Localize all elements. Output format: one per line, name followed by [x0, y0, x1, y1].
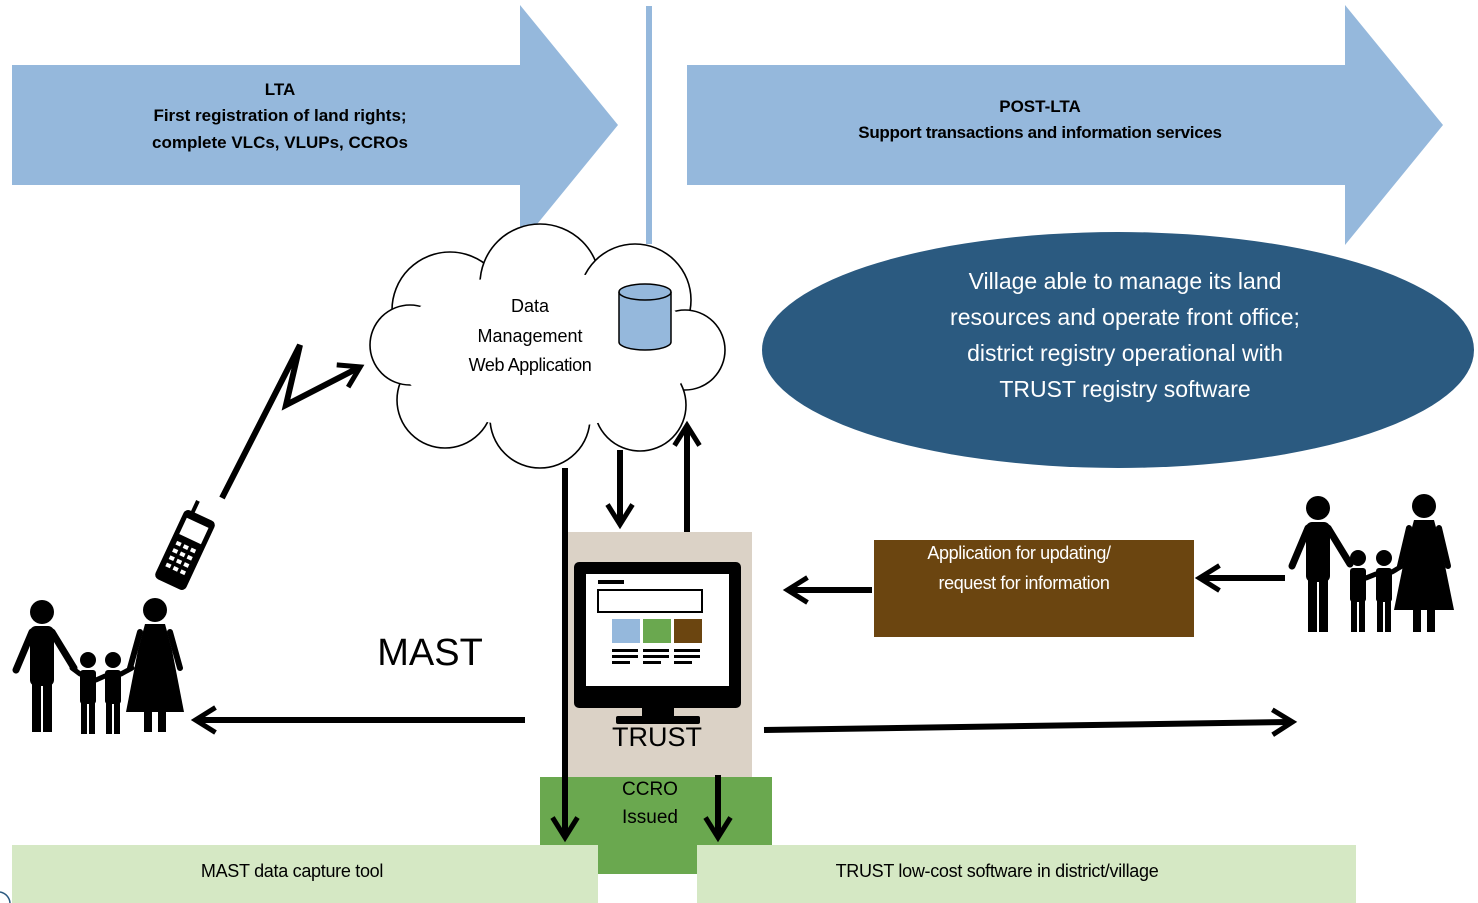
corner-seal-fragment — [0, 891, 11, 903]
application-box — [874, 540, 1194, 637]
cloud-label-line2: Management — [477, 326, 583, 346]
goal-line3: district registry operational with — [967, 340, 1283, 366]
application-line1: Application for updating/ — [927, 543, 1111, 563]
cloud-label-line1: Data — [510, 296, 550, 316]
lta-title: LTA — [264, 80, 296, 99]
mast-tool-bar — [12, 845, 598, 903]
trust-label: TRUST — [612, 722, 702, 752]
ccro-line1: CCRO — [622, 779, 678, 800]
mast-tool-label: MAST data capture tool — [200, 861, 384, 881]
post-lta-line1: Support transactions and information ser… — [858, 123, 1222, 142]
mast-label: MAST — [377, 632, 483, 674]
post-lta-phase-arrow — [687, 5, 1443, 245]
wireless-signal-icon — [219, 343, 365, 500]
trust-software-label: TRUST low-cost software in district/vill… — [835, 861, 1159, 881]
trust-to-right-arrow — [763, 707, 1298, 737]
goal-line1: Village able to manage its land — [968, 268, 1282, 294]
family-icon-right — [1288, 494, 1454, 632]
lta-line1: First registration of land rights; — [153, 106, 407, 125]
trust-software-bar — [697, 845, 1356, 903]
cloud-label-line3: Web Application — [468, 355, 592, 375]
family-icon — [12, 598, 184, 734]
mobile-phone-icon — [155, 500, 215, 590]
phase-divider — [646, 6, 652, 244]
goal-line4: TRUST registry software — [999, 376, 1251, 402]
application-line2: request for information — [938, 573, 1110, 593]
goal-line2: resources and operate front office; — [950, 304, 1300, 330]
post-lta-title: POST-LTA — [999, 97, 1081, 116]
ccro-line2: Issued — [622, 807, 678, 828]
lta-line2: complete VLCs, VLUPs, CCROs — [151, 133, 408, 152]
lta-phase-arrow — [12, 5, 618, 245]
goal-ellipse — [762, 232, 1474, 468]
computer-monitor-icon — [574, 562, 741, 724]
database-icon — [618, 283, 672, 351]
